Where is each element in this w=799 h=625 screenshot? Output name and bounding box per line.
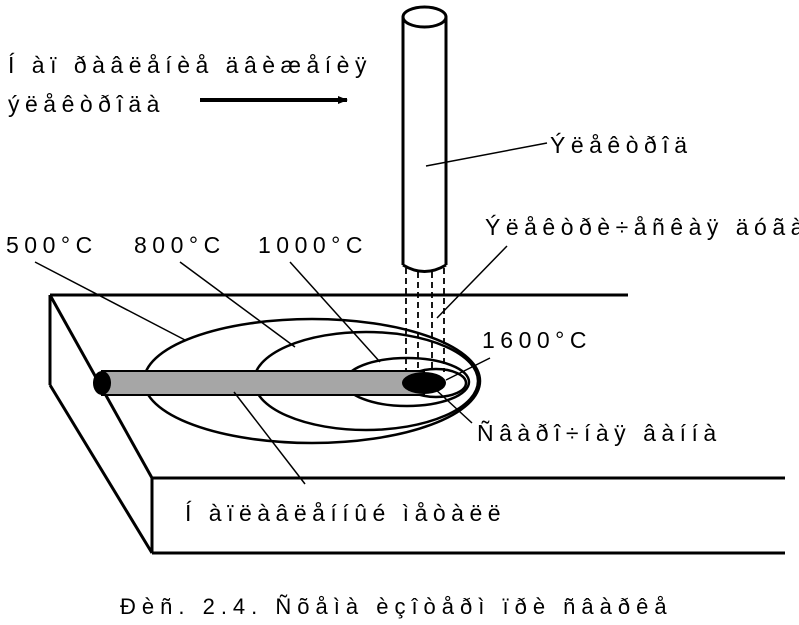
leader-pool [433,387,473,424]
direction-label-line2: ýëåêòðîäà [8,91,165,117]
leader-800 [179,261,296,348]
leader-deposited [233,391,306,485]
leader-1000 [289,261,381,363]
deposited-metal-label: Í àïëàâëåííûé ìåòàëë [185,500,506,526]
isotherm-500-label: 500°C [6,232,98,258]
workpiece-plate [48,293,785,555]
weld-pool-label: Ñâàðî÷íàÿ âàííà [477,420,722,446]
electrode-bottom-curve [402,263,447,273]
direction-label-line1: Í àï ðàâëåíèå äâèæåíèÿ [8,52,372,78]
leader-500 [34,261,186,341]
weld-pool [402,372,446,394]
electrode-label: Ýëåêòðîä [550,132,692,158]
electric-arc-label: Ýëåêòðè÷åñêàÿ äóãà [485,214,799,240]
plate-diagonal-bottom-edge [48,384,154,554]
isotherm-1000-label: 1000°C [258,232,368,258]
isotherm-1600-label: 1600°C [482,327,592,353]
leader-1600 [445,357,491,381]
electric-arc [405,268,445,372]
leader-lines [34,142,548,485]
electrode-top [401,5,448,29]
leader-arc [436,245,508,319]
electrode [401,5,448,273]
isotherm-800-label: 800°C [134,232,226,258]
leader-electrode [425,142,548,167]
bead-end [93,371,111,395]
figure-caption: Ðèñ. 2.4. Ñõåìà èçîòåðì ïðè ñâàðêå [120,594,673,619]
deposited-bead [93,370,446,396]
weld-bead [101,370,425,396]
